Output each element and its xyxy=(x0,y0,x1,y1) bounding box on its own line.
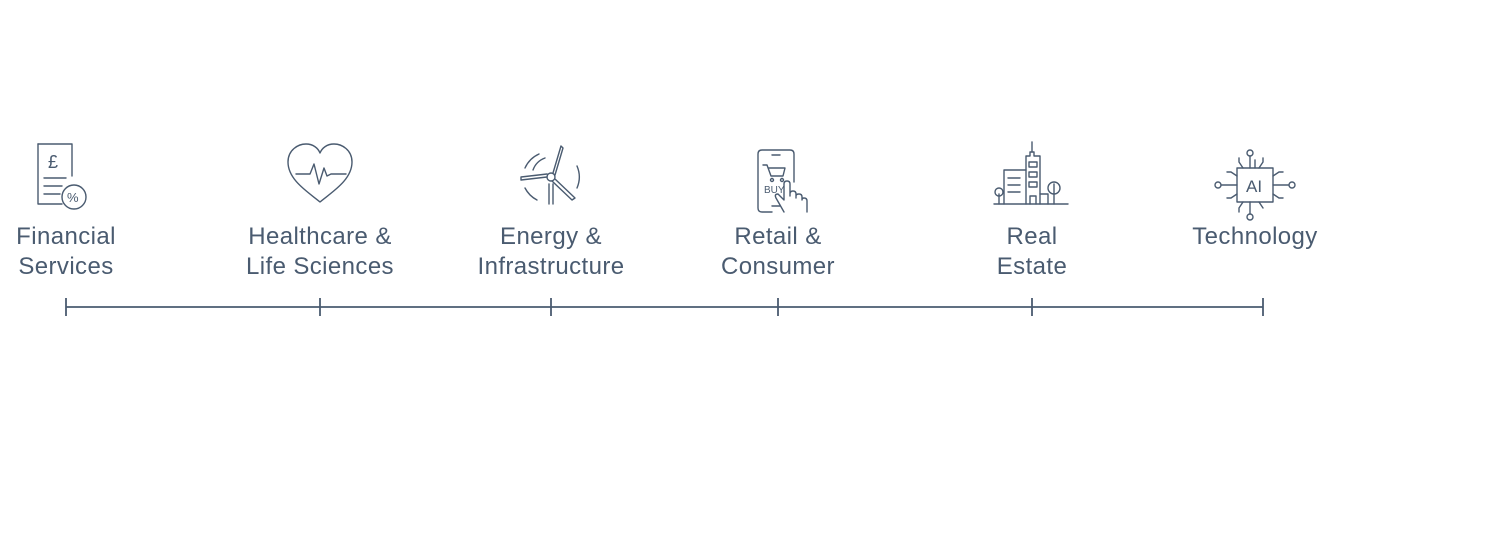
wind-turbine-icon xyxy=(509,138,593,222)
sector-label: Technology xyxy=(1192,223,1318,250)
sector-financial-services: £ % Financial Services xyxy=(0,138,186,282)
sector-label: Financial Services xyxy=(16,223,116,280)
phone-buy-icon: BUY xyxy=(736,138,820,222)
pound-sign: £ xyxy=(48,152,58,172)
sector-technology: AI Technology xyxy=(1135,138,1375,252)
sector-real-estate: Real Estate xyxy=(912,138,1152,282)
sector-healthcare-life-sciences: Healthcare & Life Sciences xyxy=(200,138,440,282)
ai-text: AI xyxy=(1246,177,1262,196)
sector-label: Real Estate xyxy=(996,223,1068,280)
percent-sign: % xyxy=(67,190,79,205)
sector-label: Healthcare & Life Sciences xyxy=(246,223,394,280)
sector-energy-infrastructure: Energy & Infrastructure xyxy=(431,138,671,282)
buildings-icon xyxy=(990,138,1074,222)
invoice-percent-icon: £ % xyxy=(24,138,108,222)
sector-retail-consumer: BUY Retail & Consumer xyxy=(658,138,898,282)
ai-chip-icon: AI xyxy=(1213,138,1297,222)
buy-text: BUY xyxy=(764,185,785,196)
sector-label: Energy & Infrastructure xyxy=(477,223,625,280)
heart-pulse-icon xyxy=(278,138,362,222)
sector-label: Retail & Consumer xyxy=(721,223,835,280)
